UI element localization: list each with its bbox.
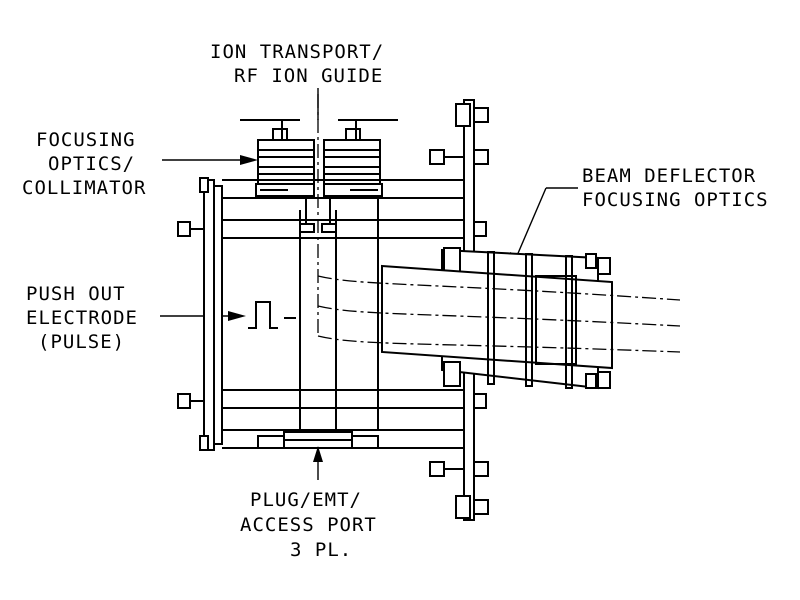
lens-plate bbox=[323, 149, 381, 158]
beam-deflector-housing bbox=[317, 247, 681, 390]
focusing-arrowhead bbox=[240, 155, 258, 165]
lens-plate bbox=[323, 139, 381, 151]
bolt-head bbox=[429, 461, 445, 477]
access-port-cover bbox=[283, 431, 353, 441]
focusing-label-line3: COLLIMATOR bbox=[22, 177, 146, 199]
left-flange-outer bbox=[203, 179, 215, 451]
lens-plate bbox=[323, 156, 381, 168]
bolt-head bbox=[199, 435, 209, 451]
left-flange-inner bbox=[213, 185, 223, 445]
lens-ring bbox=[525, 253, 533, 387]
ion-transport-label-line2: RF ION GUIDE bbox=[234, 65, 383, 87]
collar-bolt bbox=[597, 371, 611, 389]
lens-plate bbox=[257, 149, 315, 158]
push-out-label-line1: PUSH OUT bbox=[26, 283, 126, 305]
bolt-nut bbox=[473, 461, 489, 477]
push-out-arrowhead bbox=[228, 311, 246, 321]
bolt-nut bbox=[473, 499, 489, 515]
plug-port bbox=[351, 435, 379, 449]
deflector-bolts bbox=[585, 253, 597, 389]
bolt-head bbox=[585, 253, 597, 269]
lens-plate bbox=[257, 166, 315, 175]
push-out-label-line2: ELECTRODE bbox=[26, 307, 138, 329]
plug-label-line2: ACCESS PORT bbox=[240, 514, 377, 536]
bolt-head bbox=[177, 393, 191, 409]
bolt-head bbox=[473, 221, 487, 237]
lens-ring bbox=[487, 251, 495, 385]
push-out-label-line3: (PULSE) bbox=[38, 331, 125, 353]
lens-ring bbox=[565, 255, 573, 389]
beam-deflector-leader bbox=[515, 187, 547, 259]
ion-transport-label-line1: ION TRANSPORT/ bbox=[210, 41, 384, 63]
rf-ion-guide-assembly bbox=[240, 119, 398, 233]
pulse-symbol bbox=[248, 301, 278, 329]
lens-plate bbox=[323, 166, 381, 175]
bolt-head bbox=[455, 495, 471, 519]
focusing-optics-label: FOCUSING OPTICS/ COLLIMATOR bbox=[22, 129, 146, 199]
collimator-tip bbox=[321, 223, 337, 233]
lens-plate bbox=[257, 156, 315, 168]
collar-bolt bbox=[443, 361, 461, 387]
beam-deflector-label-line1: BEAM DEFLECTOR bbox=[582, 165, 756, 187]
bolt-head bbox=[455, 103, 471, 127]
plug-label: PLUG/EMT/ ACCESS PORT 3 PL. bbox=[240, 489, 377, 561]
plug-arrowhead bbox=[313, 446, 323, 462]
beam-path-upper bbox=[317, 275, 681, 301]
plug-label-line1: PLUG/EMT/ bbox=[250, 489, 362, 511]
focusing-label-line1: FOCUSING bbox=[36, 129, 136, 151]
lens-plate bbox=[257, 139, 315, 151]
deflector-plate bbox=[535, 275, 577, 365]
bolt-head bbox=[473, 393, 487, 409]
push-out-label: PUSH OUT ELECTRODE (PULSE) bbox=[26, 283, 138, 353]
focusing-label-line2: OPTICS/ bbox=[48, 153, 135, 175]
plug-port bbox=[257, 435, 285, 449]
bolt-nut bbox=[473, 149, 489, 165]
collar-bolt bbox=[597, 257, 611, 275]
right-flange-bolts bbox=[429, 103, 489, 519]
beam-path-middle bbox=[317, 305, 681, 327]
plug-label-line3: 3 PL. bbox=[290, 539, 352, 561]
bolt-head bbox=[429, 149, 445, 165]
bolt-head bbox=[199, 177, 209, 193]
collimator-tip bbox=[299, 223, 315, 233]
bolt-head bbox=[585, 373, 597, 389]
beam-deflector-label-line2: FOCUSING OPTICS bbox=[582, 189, 769, 211]
beam-path-lower bbox=[317, 335, 681, 353]
bolt-nut bbox=[473, 107, 489, 123]
ion-transport-label: ION TRANSPORT/ RF ION GUIDE bbox=[210, 41, 384, 87]
bolt-head bbox=[177, 221, 191, 237]
beam-deflector-label: BEAM DEFLECTOR FOCUSING OPTICS bbox=[582, 165, 769, 211]
